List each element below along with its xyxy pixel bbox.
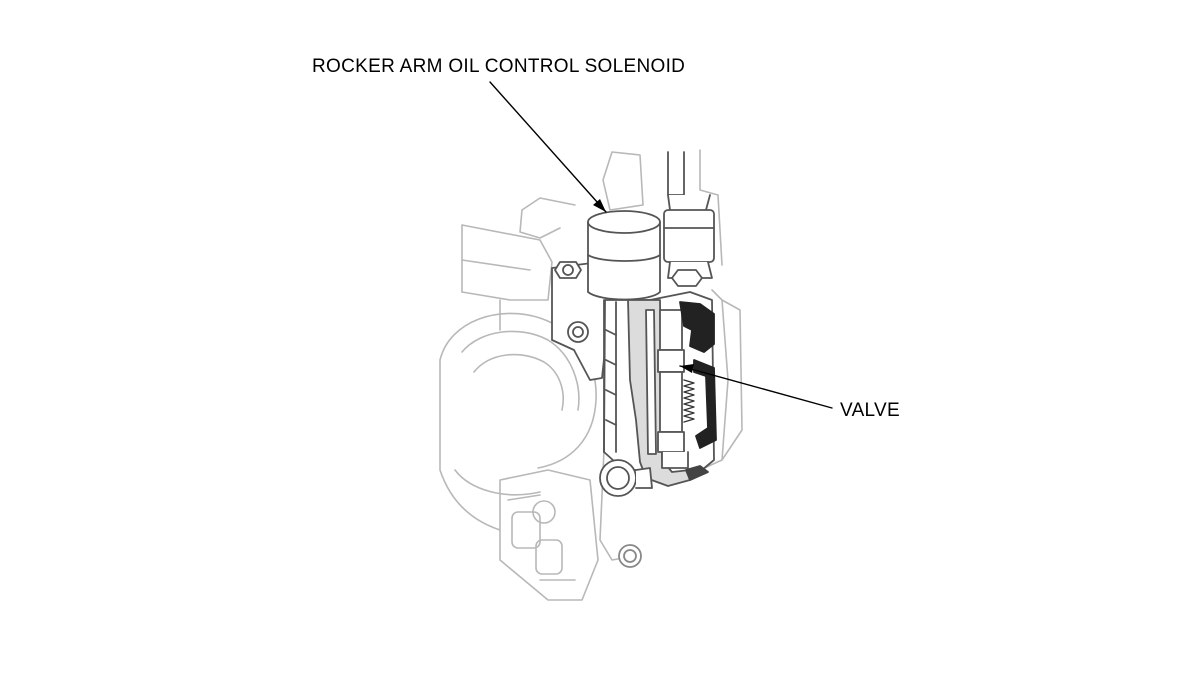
leader-arrowheads <box>593 199 694 373</box>
solenoid-leader-line <box>489 81 607 213</box>
leader-lines <box>489 81 833 409</box>
valve-leader-line <box>679 365 833 409</box>
valve-arrowhead <box>680 364 694 373</box>
rocker-arm-oil-control-solenoid <box>551 151 717 568</box>
solenoid-callout-label: ROCKER ARM OIL CONTROL SOLENOID <box>312 56 686 77</box>
valve-callout-label: VALVE <box>840 400 900 421</box>
solenoid-arrowhead <box>593 199 606 212</box>
